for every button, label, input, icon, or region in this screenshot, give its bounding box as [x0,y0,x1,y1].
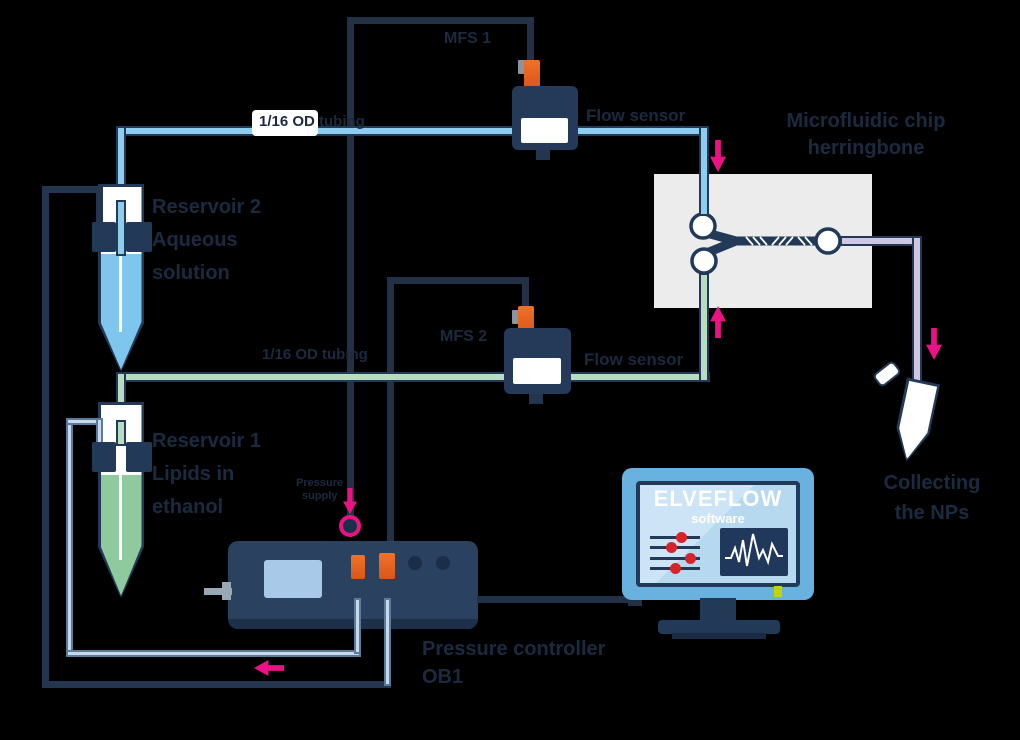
flow-arrow-pneumatic-return [254,660,284,676]
reservoir1-cap-right [126,442,152,472]
flow-arrow-pressure-inlet [343,488,357,514]
sensor2-label: Flow sensor [584,350,684,369]
sensor2-fitting-nut [512,310,522,324]
sensor1-cable-horizontal-top [347,17,534,24]
sensor1-label: Flow sensor [586,106,686,125]
pneumatic-line-outer-bottom [42,681,391,688]
controller-side-bracket-2 [222,582,231,600]
sensor1-stub [536,150,550,160]
reservoir2-cap-right [126,222,152,252]
sensor2-cable-label: MFS 2 [440,328,488,345]
reservoir1-label-line1: Reservoir 1 [152,430,261,452]
reservoir2-label-line2: Aqueous [152,229,238,251]
chip-outlet [814,227,842,255]
collection-label-line1: Collecting [883,472,981,494]
reservoir2-label-line3: solution [152,262,230,284]
collection-vial-cap [871,359,903,389]
pressure-inlet-connector [339,515,361,537]
controller-screen [264,560,322,598]
sensor2-connector [518,306,534,334]
aqueous-tube-into-cap [116,200,126,256]
flow-arrow-chip-inlet-top [710,140,726,172]
sensor2-stub [529,394,543,404]
sensor2-cable-horizontal [387,277,529,284]
slider-dot-3 [685,553,696,564]
reservoir2-label-line1: Reservoir 2 [152,196,261,218]
controller-outlet-tube-2 [384,598,391,686]
sensor2-cable-vertical-right [522,277,529,310]
controller-port-1 [408,556,422,570]
reservoir1-dip-tube [119,474,122,560]
pneumatic-line-inner-vertical [66,418,73,657]
monitor-led [774,586,782,597]
lipid-tube-chip-inlet [699,273,709,382]
monitor-stand-base [658,620,780,634]
pneumatic-line-outer-vertical [42,186,49,688]
pressure-controller-base-strip [228,619,478,629]
outlet-tube-vertical [912,236,922,390]
reservoir2-cap-left [92,222,116,252]
reservoir1-cap-left [92,442,116,472]
waveform-trace [725,533,783,567]
pneumatic-nub-reservoir2 [96,186,103,224]
pressure-supply-label-line2: supply [302,490,338,502]
chip-label-line2: herringbone [807,137,925,159]
tubing-label-backplate [252,110,318,136]
waveform-panel [720,528,788,576]
controller-side-bracket [204,588,232,595]
aqueous-tube-chip-inlet [699,126,709,216]
lipid-tube-horizontal [116,372,710,382]
tubing-label-bottom: 1/16 OD tubing [262,346,368,363]
sensor1-cable-vertical-left [347,17,354,517]
sensor1-cable-label: MFS 1 [444,30,492,47]
lipid-tube-into-cap [116,420,126,446]
slider-dot-2 [666,542,677,553]
aqueous-tube-horizontal [116,126,708,136]
slider-dot-4 [670,563,681,574]
pneumatic-line-inner-bottom [66,650,361,657]
software-subtitle: software [691,511,745,526]
reservoir1-label-line2: Lipids in [152,463,235,485]
chip-inlet-2 [690,247,718,275]
sensor1-cable-vertical-right [527,17,534,64]
reservoir2-dip-tube [119,254,122,332]
controller-toggle-1 [351,555,365,579]
collection-label-line2: the NPs [894,502,970,524]
pneumatic-line-outer-top [42,186,106,193]
sensor1-label-plate [521,118,568,143]
software-title: ELVEFLOW [653,486,783,511]
sensor1-connector [524,60,540,88]
slider-line-3 [650,557,700,560]
controller-label-line1: Pressure controller [422,638,606,660]
flow-arrow-collection [926,328,942,360]
sensor2-label-plate [513,358,561,384]
controller-port-2 [436,556,450,570]
collection-vial-body [890,377,940,464]
monitor-stand-neck [700,598,736,624]
monitor-stand-shadow [672,633,766,639]
slider-dot-1 [676,532,687,543]
controller-outlet-tube-1 [354,598,361,654]
pressure-supply-label-line1: Pressure [296,477,344,489]
outlet-tube-horizontal [840,236,922,246]
controller-label-line2: OB1 [422,666,464,688]
flow-arrow-chip-inlet-bottom [710,306,726,338]
chip-label-line1: Microfluidic chip [786,110,946,132]
chip-inlet-1 [689,212,717,240]
sensor1-fitting-nut [518,60,528,74]
collection-vial-inner [893,380,937,461]
sensor2-cable-vertical-left [387,277,394,543]
microfluidic-chip [654,174,872,308]
tubing-label-top: 1/16 OD tubing [259,113,365,130]
chip-herringbone-pattern [745,236,813,246]
controller-toggle-2 [379,553,395,579]
monitor-cable [477,596,633,603]
slider-line-1 [650,536,700,539]
reservoir1-label-line3: ethanol [152,496,224,518]
